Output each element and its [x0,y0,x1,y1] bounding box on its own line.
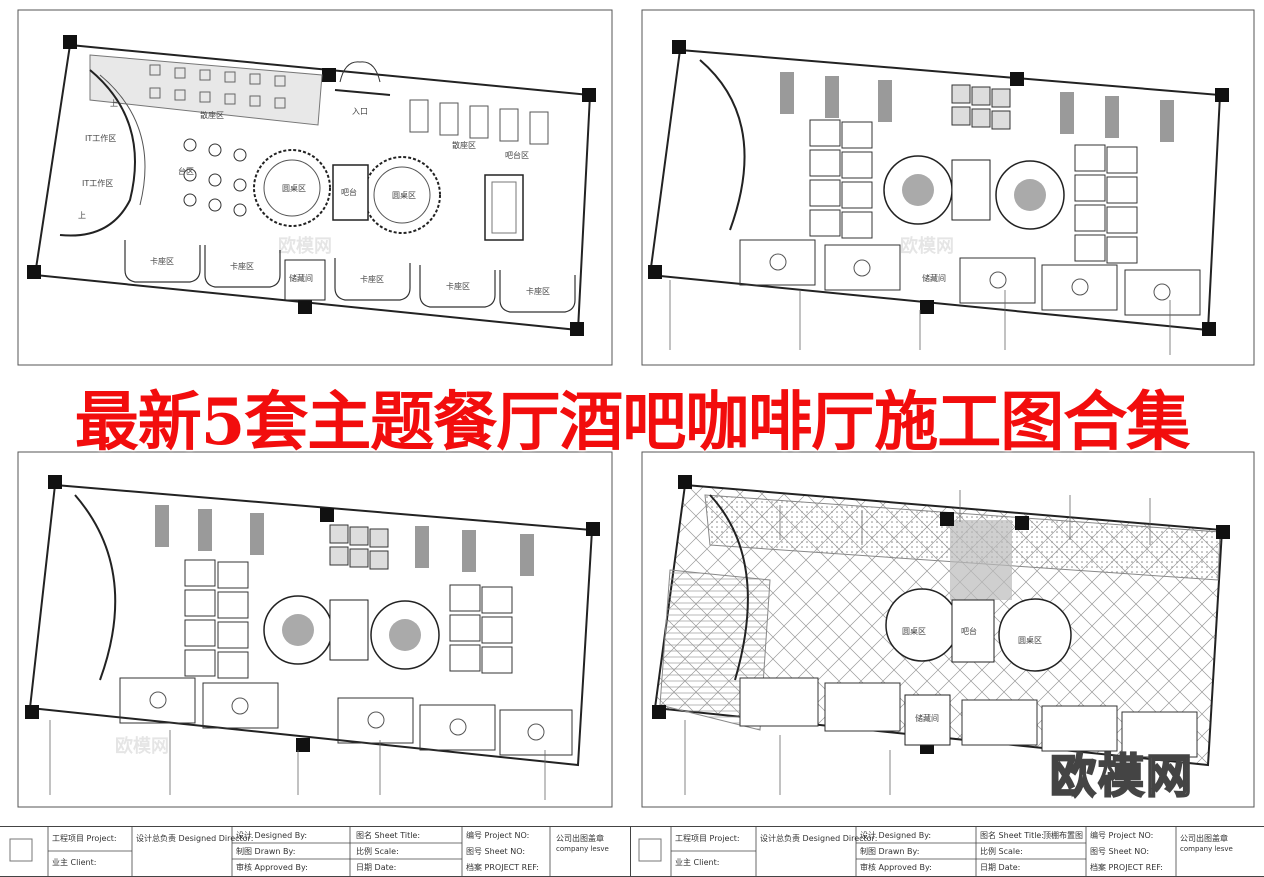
tb-left-project: 工程项目 Project: [52,834,117,843]
title-block-right: 工程项目 Project: 业主 Client: 设计总负责 Designed … [630,826,1264,877]
floor-finish-drawing [641,451,1255,808]
tb-left-ref: 档案 PROJECT REF: [466,863,539,872]
tb-right-drawn: 制图 Drawn By: [860,847,920,856]
title-block-left-grid [9,827,551,876]
ceiling-plan-b-drawing [17,451,613,808]
tb-left-scale: 比例 Scale: [356,847,399,856]
tb-left-client: 业主 Client: [52,858,97,867]
zone-dining: 散座区 [200,111,224,120]
tb-left-proj-no: 编号 Project NO: [466,831,530,840]
sheet-ceiling-plan-b: 欧模网 [0,450,630,825]
tb-right-proj-no: 编号 Project NO: [1090,831,1154,840]
zone-center: 吧台 [961,627,977,636]
zone-storage-4: 储藏间 [915,714,939,723]
tb-right-company-en: company lesve [1180,845,1233,853]
zone-up-1: 上 [110,99,118,108]
title-block-right-grid [638,827,1177,876]
tb-right-sheet-value: 顶棚布置图 [1043,831,1083,840]
zone-entrance: 入口 [352,107,368,116]
zone-booth-2: 卡座区 [230,262,254,271]
zone-office-2: IT工作区 [82,179,114,188]
zone-storage: 储藏间 [289,274,313,283]
tb-left-company-en: company lesve [556,845,609,853]
tb-left-sheet: 图名 Sheet Title: [356,831,421,840]
zone-up-2: 上 [78,211,86,220]
zone-round-1: 圆桌区 [282,184,306,193]
ceiling-plan-a-drawing [641,9,1255,366]
sheet-floor-plan: 入口 散座区 圆桌区 圆桌区 吧台 散座区 吧台区 卡座区 卡座区 卡座区 卡座… [0,0,630,375]
tb-right-client: 业主 Client: [675,858,720,867]
tb-left-design: 设计 Designed By: [236,831,308,840]
tb-right-scale: 比例 Scale: [980,847,1023,856]
zone-round-b: 圆桌区 [1018,636,1042,645]
zone-booth-3: 卡座区 [360,275,384,284]
watermark-3: 欧模网 [115,736,169,757]
tb-right-approved: 审核 Approved By: [860,863,932,872]
tb-right-sheet-no: 图号 Sheet NO: [1090,847,1150,856]
watermark-2: 欧模网 [900,236,954,257]
title-block-left: 工程项目 Project: 业主 Client: 设计总负责 Designed … [0,826,630,877]
tb-right-ref: 档案 PROJECT REF: [1090,863,1163,872]
tb-right-company: 公司出图盖章 [1180,834,1228,843]
tb-left-designer: 设计总负责 Designed Director: [136,834,254,843]
floor-plan-drawing [17,9,613,366]
zone-bar-area: 吧台区 [505,151,529,160]
tb-right-design: 设计 Designed By: [860,831,932,840]
sheet-floor-finish-plan: 圆桌区 圆桌区 吧台 储藏间 [630,450,1264,825]
zone-round-2: 圆桌区 [392,191,416,200]
tb-right-sheet: 图名 Sheet Title: [980,831,1045,840]
site-logo: 欧模网 [1049,748,1194,804]
tb-right-date: 日期 Date: [980,863,1021,872]
zone-storage-2: 储藏间 [922,274,946,283]
tb-left-company: 公司出图盖章 [556,834,604,843]
zone-booth-1: 卡座区 [150,257,174,266]
tb-right-designer: 设计总负责 Designed Director: [760,834,878,843]
tb-right-project: 工程项目 Project: [675,834,740,843]
zone-bar: 吧台 [341,188,357,197]
tb-left-sheet-no: 图号 Sheet NO: [466,847,526,856]
zone-table: 台区 [178,167,194,176]
zone-round-a: 圆桌区 [902,627,926,636]
watermark: 欧模网 [278,236,332,257]
zone-lounge: 散座区 [452,141,476,150]
sheet-ceiling-plan-a: 储藏间 欧模网 [630,0,1264,375]
tb-left-drawn: 制图 Drawn By: [236,847,296,856]
tb-left-approved: 审核 Approved By: [236,863,308,872]
promo-banner-title: 最新5套主题餐厅酒吧咖啡厅施工图合集 [74,385,1191,460]
zone-booth-4: 卡座区 [446,282,470,291]
zone-office-1: IT工作区 [85,134,117,143]
tb-left-date: 日期 Date: [356,863,397,872]
zone-booth-5: 卡座区 [526,287,550,296]
